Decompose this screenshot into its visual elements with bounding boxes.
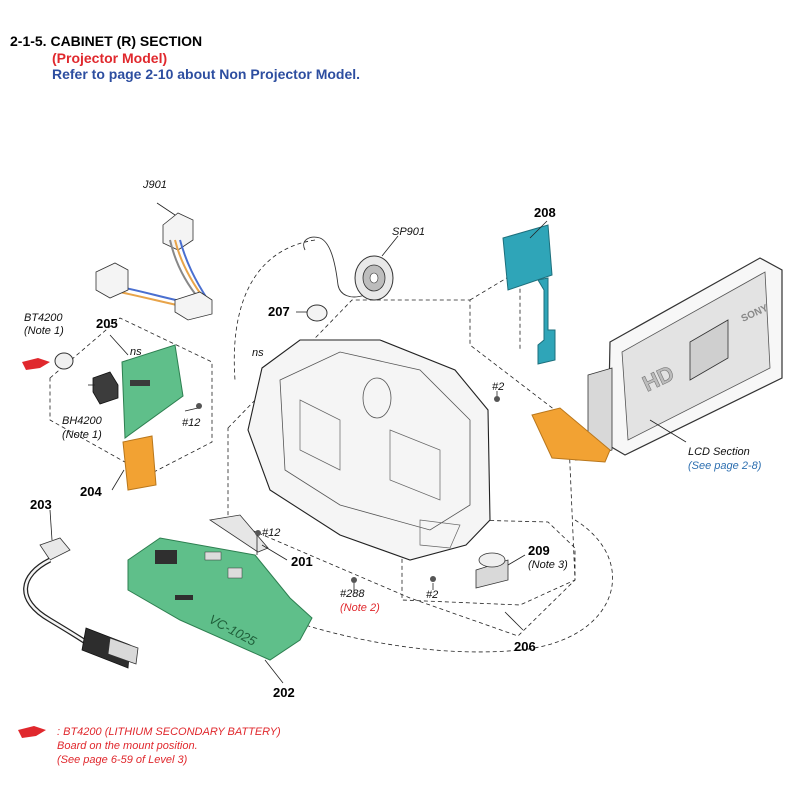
label-screw-12-center: #12 [262, 527, 280, 539]
label-screw-2-lower: #2 [426, 589, 438, 601]
label-bt4200-note: (Note 1) [24, 325, 64, 337]
footnote-line-3: (See page 6-59 of Level 3) [57, 754, 188, 766]
section-title: 2-1-5. CABINET (R) SECTION [10, 33, 203, 49]
label-lcd-section: LCD Section [688, 446, 750, 458]
part-209 [475, 552, 509, 589]
bt4200-board-region [49, 317, 213, 476]
harness-connector-left [95, 262, 129, 299]
part-202-main-board [127, 537, 313, 661]
cabinet-body [247, 339, 491, 561]
label-bt4200: BT4200 [24, 312, 63, 324]
j901-connector [162, 212, 194, 251]
harness-connector-right [174, 291, 213, 321]
label-ns-board: ns [130, 346, 142, 358]
label-screw-2-upper: #2 [492, 381, 504, 393]
sp901-lead-line [233, 239, 316, 381]
screw-288 [351, 577, 357, 583]
screw-2-upper [494, 396, 500, 402]
projector-model-label: (Projector Model) [52, 50, 168, 66]
part-205-connector [130, 380, 150, 386]
screw-12-left [196, 403, 202, 409]
bt4200-battery [54, 352, 74, 370]
lcd-orange-flex [531, 407, 611, 463]
label-note-3: (Note 3) [528, 559, 568, 571]
label-screw-12-left: #12 [182, 417, 200, 429]
part-202-components [155, 550, 243, 600]
part-207 [306, 304, 328, 322]
label-bh4200: BH4200 [62, 415, 103, 427]
label-bh4200-note: (Note 1) [62, 429, 102, 441]
part-number-209: 209 [528, 543, 550, 558]
leader-lines [49, 202, 687, 684]
screw-2-lower [430, 576, 436, 582]
part-number-205: 205 [96, 316, 118, 331]
screw-12-center [255, 530, 261, 536]
bh4200-holder [92, 371, 119, 405]
footnote-line-1: : BT4200 (LITHIUM SECONDARY BATTERY) [57, 726, 281, 738]
part-number-203: 203 [30, 497, 52, 512]
part-205-board [121, 344, 184, 439]
label-j901: J901 [142, 179, 167, 191]
part-204-flex [122, 435, 157, 491]
lcd-section-illustration [531, 257, 783, 463]
j901-harness [95, 212, 213, 321]
pointing-hand-icon-footnote [18, 726, 46, 738]
part-number-206: 206 [514, 639, 536, 654]
footnote-line-2: Board on the mount position. [57, 740, 198, 752]
sp901-speaker [303, 236, 394, 301]
part-number-207: 207 [268, 304, 290, 319]
part-206-outline [239, 519, 613, 653]
part-number-208: 208 [534, 205, 556, 220]
label-lcd-reference: (See page 2-8) [688, 460, 762, 472]
non-projector-reference: Refer to page 2-10 about Non Projector M… [52, 66, 361, 82]
label-ns-cabinet: ns [252, 347, 264, 359]
part-201-bracket [208, 514, 269, 553]
part-number-204: 204 [80, 484, 102, 499]
part-number-202: 202 [273, 685, 295, 700]
label-screw-288: #288 [340, 588, 365, 600]
label-sp901: SP901 [392, 226, 425, 238]
part-number-201: 201 [291, 554, 313, 569]
cabinet-region [227, 299, 576, 637]
pointing-hand-icon [22, 358, 50, 370]
part-203-usb-cable [23, 537, 139, 669]
part-208-flex [502, 224, 556, 365]
label-note-2: (Note 2) [340, 602, 380, 614]
